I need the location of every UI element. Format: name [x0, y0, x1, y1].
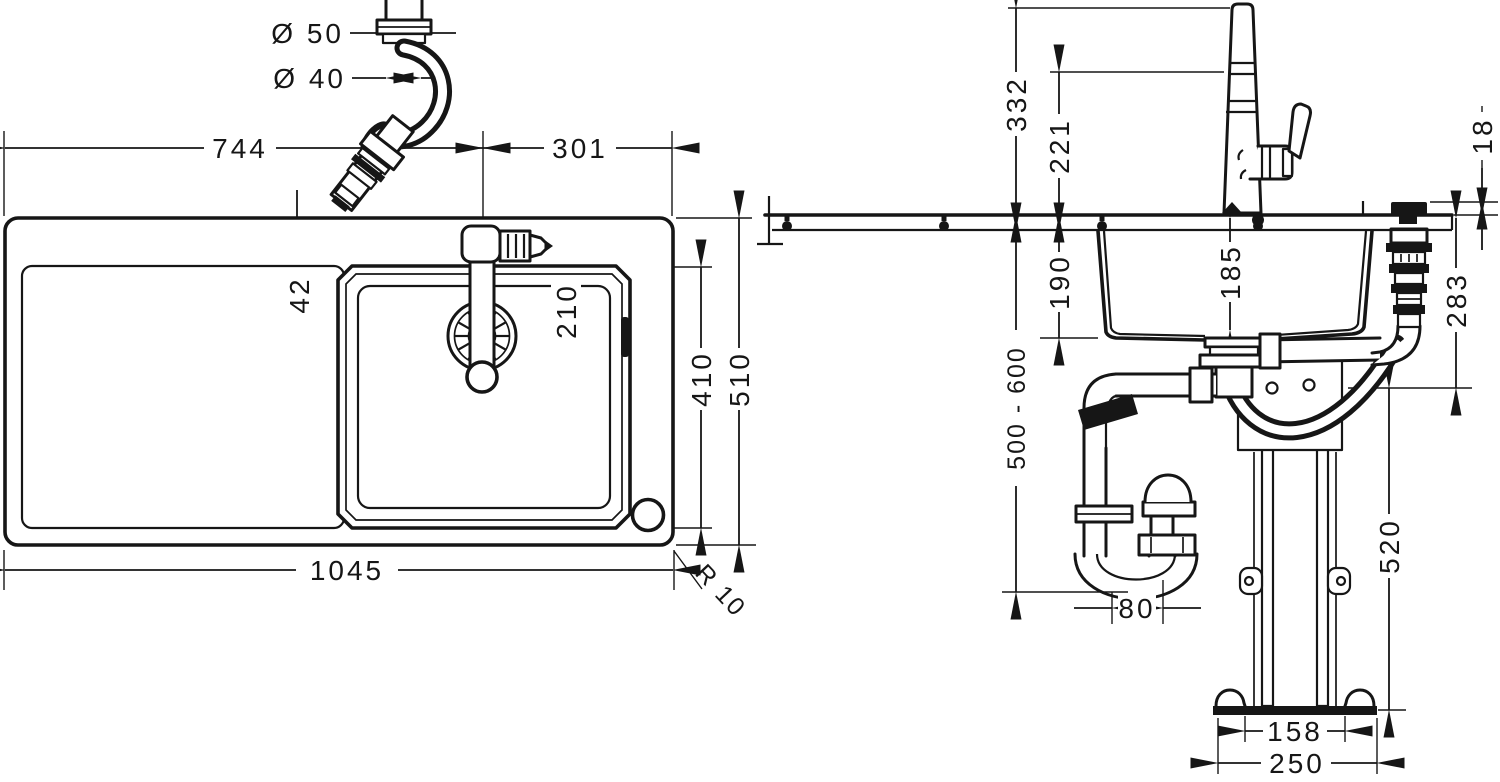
label-dia-40: Ø 40 — [273, 63, 346, 94]
label-283: 283 — [1441, 272, 1472, 328]
label-1045: 1045 — [310, 555, 384, 586]
label-185: 185 — [1215, 244, 1246, 300]
spout-end-plan — [465, 360, 499, 394]
label-744: 744 — [212, 133, 268, 164]
foot-right — [1343, 688, 1376, 708]
bowl-section — [1096, 229, 1374, 342]
fixing-clips — [782, 215, 1263, 231]
waste-knob-plan — [630, 497, 666, 533]
label-158: 158 — [1267, 716, 1323, 747]
drain-plumbing — [1073, 332, 1406, 601]
label-221: 221 — [1044, 118, 1075, 174]
worktop — [757, 196, 1454, 246]
trap-dome — [1143, 473, 1193, 504]
label-301: 301 — [552, 133, 608, 164]
r10-leader — [673, 550, 703, 590]
plan-view — [3, 0, 675, 547]
label-190: 190 — [1044, 254, 1075, 310]
base-bar — [1213, 706, 1377, 715]
foot-left — [1214, 688, 1247, 708]
faucet-elevation — [1222, 2, 1312, 226]
label-80: 80 — [1118, 593, 1155, 624]
faucet-base-plan — [460, 224, 502, 264]
label-18: 18 — [1467, 117, 1498, 154]
waste-knob-elevation — [1391, 202, 1427, 215]
label-510: 510 — [724, 351, 755, 407]
label-520: 520 — [1374, 518, 1405, 574]
waste-pipe-assembly — [329, 0, 452, 213]
trap — [1073, 446, 1199, 601]
label-410: 410 — [686, 351, 717, 407]
faucet-handle — [1287, 102, 1312, 160]
label-42: 42 — [284, 276, 315, 313]
column-tab-right — [1326, 566, 1352, 596]
label-250: 250 — [1269, 748, 1325, 779]
label-dia-50: Ø 50 — [271, 18, 344, 49]
elevation-labels: 332 221 18 500 - 600 190 185 283 520 80 … — [1001, 72, 1498, 779]
faucet-spout — [1222, 2, 1263, 215]
waste-control-assembly — [1370, 215, 1432, 367]
overflow-slot — [621, 317, 629, 357]
column-tab-left — [1238, 566, 1264, 596]
label-500-600: 500 - 600 — [1003, 346, 1031, 470]
pipe-seal — [1078, 394, 1138, 430]
faucet-plan — [460, 224, 553, 394]
label-332: 332 — [1001, 76, 1032, 132]
elevation-view — [757, 2, 1454, 715]
drain-flange — [1198, 353, 1270, 369]
bowl-rim-inner — [345, 273, 623, 521]
label-210: 210 — [551, 283, 582, 339]
